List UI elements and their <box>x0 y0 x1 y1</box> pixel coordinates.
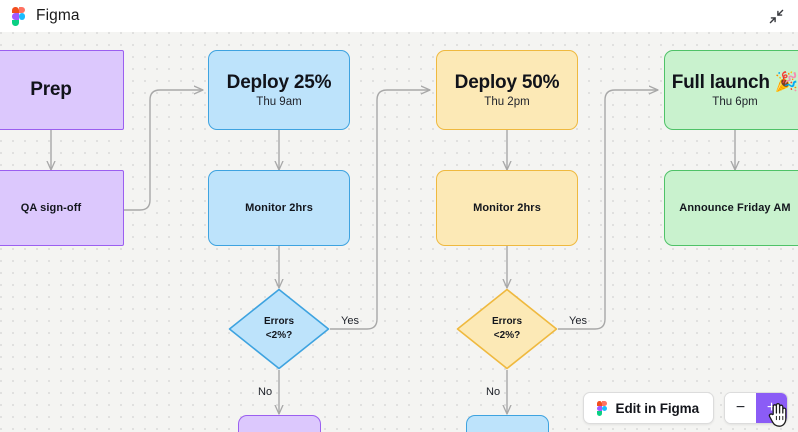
edge-label-yes-blue: Yes <box>341 315 359 327</box>
node-announce-label: Announce Friday AM <box>679 202 791 214</box>
node-deploy-50-sub: Thu 2pm <box>484 96 530 109</box>
node-full-launch-label: Full launch 🎉 <box>671 71 798 93</box>
flowchart-canvas[interactable]: Prep QA sign-off Deploy 25% Thu 9am Moni… <box>0 32 798 432</box>
node-monitor-yellow-label: Monitor 2hrs <box>473 202 541 214</box>
figma-logo-icon <box>596 400 607 416</box>
node-prep-label: Prep <box>30 79 72 101</box>
zoom-in-button[interactable]: + <box>756 393 787 423</box>
page-title: Figma <box>36 7 80 24</box>
node-next-blue[interactable] <box>466 415 549 432</box>
node-announce[interactable]: Announce Friday AM <box>664 170 798 246</box>
zoom-out-label: − <box>735 399 746 416</box>
flow-diagram: Prep QA sign-off Deploy 25% Thu 9am Moni… <box>0 32 798 432</box>
collapse-arrows-icon[interactable] <box>766 6 786 26</box>
node-monitor-blue-label: Monitor 2hrs <box>245 202 313 214</box>
node-errors-yellow[interactable]: Errors <2%? <box>456 288 558 370</box>
zoom-out-button[interactable]: − <box>725 393 756 423</box>
node-errors-yellow-label: Errors <box>491 315 522 327</box>
node-deploy-50-label: Deploy 50% <box>454 71 560 93</box>
node-rollback-blue[interactable] <box>238 415 321 432</box>
node-monitor-yellow[interactable]: Monitor 2hrs <box>436 170 578 246</box>
node-deploy-25-label: Deploy 25% <box>226 71 332 93</box>
node-prep[interactable]: Prep <box>0 50 124 130</box>
edit-in-figma-button[interactable]: Edit in Figma <box>582 392 714 424</box>
edge-label-no-blue: No <box>258 386 273 398</box>
app-header: Figma <box>0 0 798 32</box>
edit-in-figma-label: Edit in Figma <box>615 400 700 416</box>
node-errors-yellow-text: Errors <2%? <box>456 288 558 370</box>
figma-logo-icon <box>12 6 25 26</box>
node-qa-signoff[interactable]: QA sign-off <box>0 170 124 246</box>
node-errors-yellow-sub: <2%? <box>493 330 521 341</box>
zoom-in-label: + <box>766 399 777 416</box>
header-brand: Figma <box>12 6 80 26</box>
flow-edges <box>0 32 798 432</box>
edge-label-no-yellow: No <box>486 386 501 398</box>
node-errors-blue[interactable]: Errors <2%? <box>228 288 330 370</box>
node-full-launch-sub: Thu 6pm <box>712 96 758 109</box>
edge-label-yes-yellow: Yes <box>569 315 587 327</box>
node-qa-signoff-label: QA sign-off <box>20 202 82 214</box>
diamond-shape-yellow <box>456 288 558 370</box>
node-monitor-blue[interactable]: Monitor 2hrs <box>208 170 350 246</box>
node-errors-blue-text: Errors <2%? <box>228 288 330 370</box>
node-deploy-50[interactable]: Deploy 50% Thu 2pm <box>436 50 578 130</box>
canvas-toolbar: Edit in Figma − + <box>582 392 788 427</box>
node-errors-blue-label: Errors <box>263 315 294 327</box>
node-deploy-25-sub: Thu 9am <box>256 96 302 109</box>
node-errors-blue-sub: <2%? <box>265 330 293 341</box>
diamond-shape-blue <box>228 288 330 370</box>
node-deploy-25[interactable]: Deploy 25% Thu 9am <box>208 50 350 130</box>
zoom-controls: − + <box>724 392 788 424</box>
node-full-launch[interactable]: Full launch 🎉 Thu 6pm <box>664 50 798 130</box>
